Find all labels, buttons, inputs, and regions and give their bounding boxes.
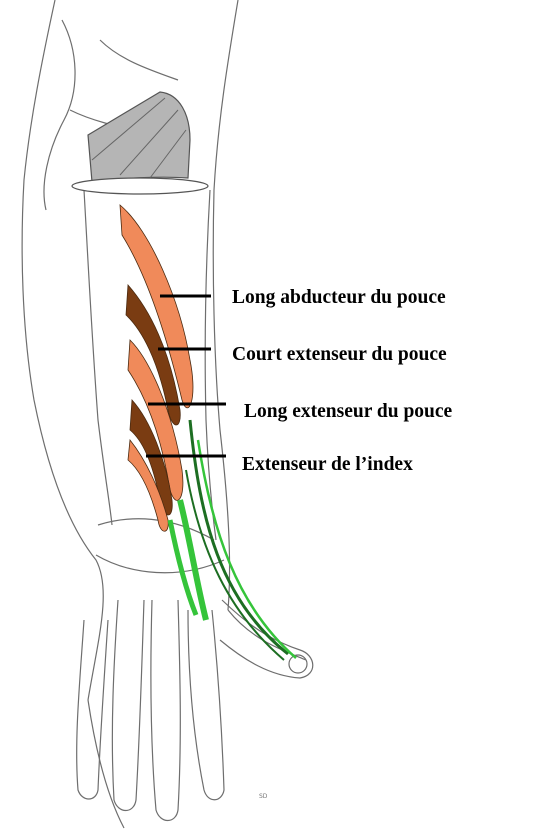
thumb-nail — [289, 655, 307, 673]
watermark: SD — [259, 793, 267, 800]
label-long-abductor-thumb: Long abducteur du pouce — [232, 288, 446, 308]
finger-2 — [112, 600, 144, 811]
humerus-outline — [44, 20, 75, 210]
finger-3 — [151, 600, 181, 821]
muscle-cap-base — [72, 178, 208, 194]
label-index-extensor: Extenseur de l’index — [242, 455, 413, 475]
finger-4 — [188, 610, 224, 800]
wrist-carpal-outline — [96, 555, 224, 573]
ulna-outline — [84, 190, 112, 525]
extensor-muscles — [120, 205, 193, 531]
muscle-cap — [72, 92, 208, 194]
arm-left-contour — [22, 0, 103, 700]
muscle-cap-fill — [88, 92, 190, 182]
wrist-outline — [98, 519, 214, 540]
thumb-outline — [220, 600, 313, 678]
label-long-extensor-thumb: Long extenseur du pouce — [244, 402, 452, 422]
label-short-extensor-thumb: Court extenseur du pouce — [232, 345, 447, 365]
